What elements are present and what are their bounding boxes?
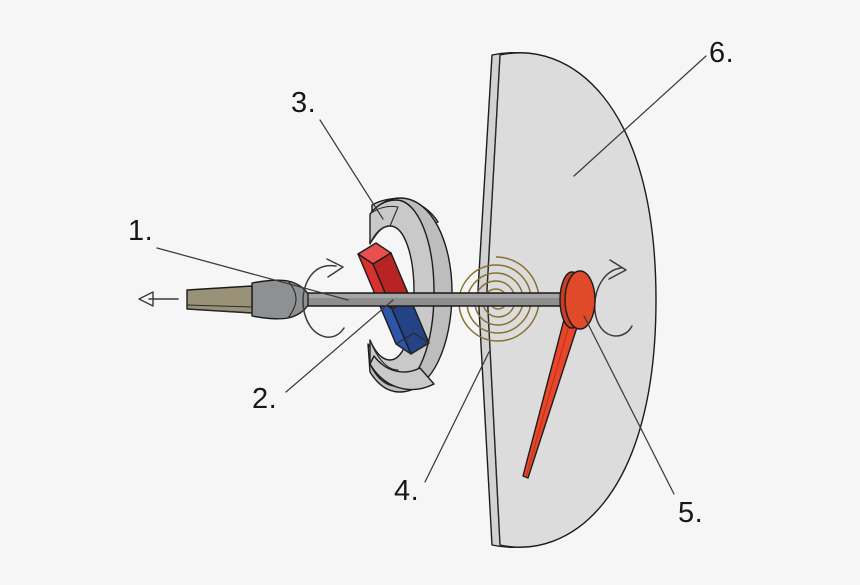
indicator-pointer [522, 270, 596, 479]
wooden-handle [186, 285, 253, 314]
callout-label-3: 3. [291, 87, 316, 119]
callout-label-5: 5. [678, 497, 703, 529]
leader-line-6 [573, 55, 707, 177]
pointer-hub [564, 270, 596, 330]
leader-line-4 [424, 351, 490, 483]
leader-line-2 [285, 299, 394, 393]
axial-force-arrow [138, 291, 179, 307]
callout-label-2: 2. [252, 383, 277, 415]
shaft-rotation-arrow [302, 258, 345, 338]
shaft-highlight [294, 294, 577, 298]
callout-label-4: 4. [394, 475, 419, 507]
callout-label-1: 1. [128, 215, 153, 247]
handle-shaft-assembly [186, 279, 579, 320]
callout-label-6: 6. [709, 37, 734, 69]
callout-leader-lines [156, 55, 707, 495]
leader-line-3 [319, 119, 384, 220]
leader-line-5 [583, 315, 675, 495]
bar-magnet [357, 242, 430, 355]
leader-line-1 [156, 247, 349, 301]
pointer-rotation-arrow [594, 259, 633, 337]
callout-labels: 1. 2. 3. 4. 5. 6. [128, 37, 734, 529]
